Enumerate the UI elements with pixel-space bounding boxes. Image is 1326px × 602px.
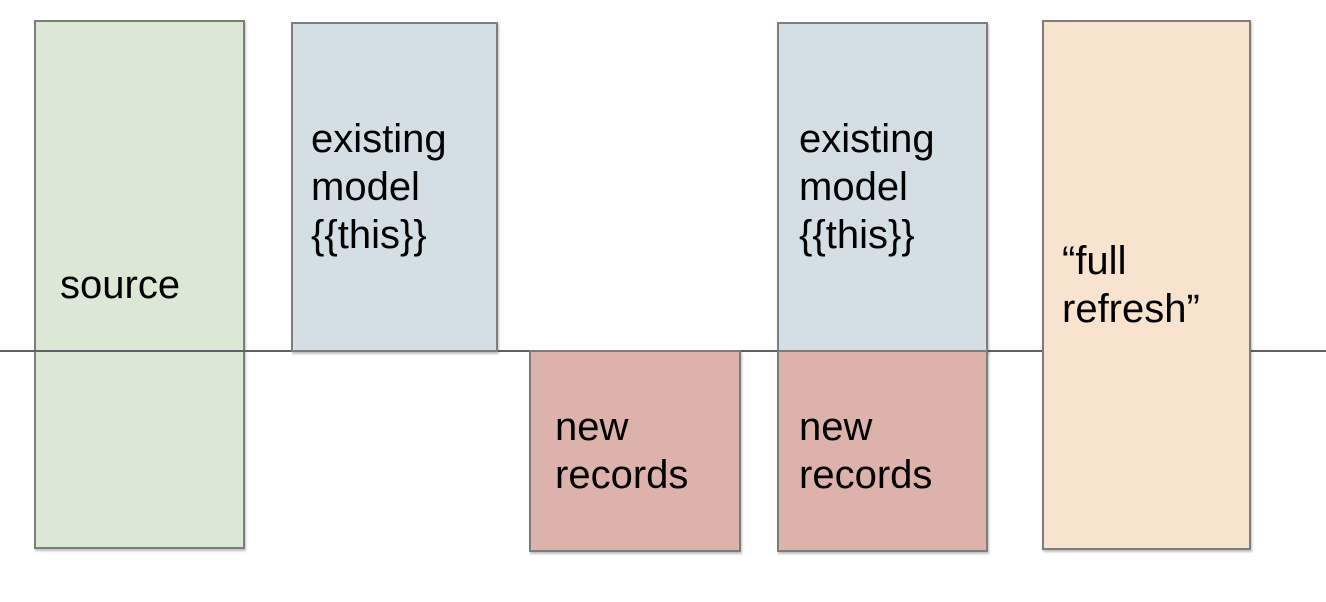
source-box: source bbox=[34, 20, 245, 549]
full-refresh-box: “full refresh” bbox=[1042, 20, 1251, 550]
existing-model-box-1-label: existing model {{this}} bbox=[311, 117, 447, 257]
new-records-box-1: new records bbox=[529, 350, 741, 552]
new-records-box-1-label: new records bbox=[555, 405, 689, 497]
source-box-label: source bbox=[60, 262, 181, 307]
full-refresh-box-label: “full refresh” bbox=[1062, 239, 1200, 331]
existing-model-box-2: existing model {{this}} bbox=[777, 22, 988, 352]
existing-model-box-1: existing model {{this}} bbox=[291, 22, 498, 352]
new-records-box-2: new records bbox=[777, 350, 988, 552]
existing-model-box-2-label: existing model {{this}} bbox=[799, 117, 935, 257]
new-records-box-2-label: new records bbox=[799, 405, 933, 497]
